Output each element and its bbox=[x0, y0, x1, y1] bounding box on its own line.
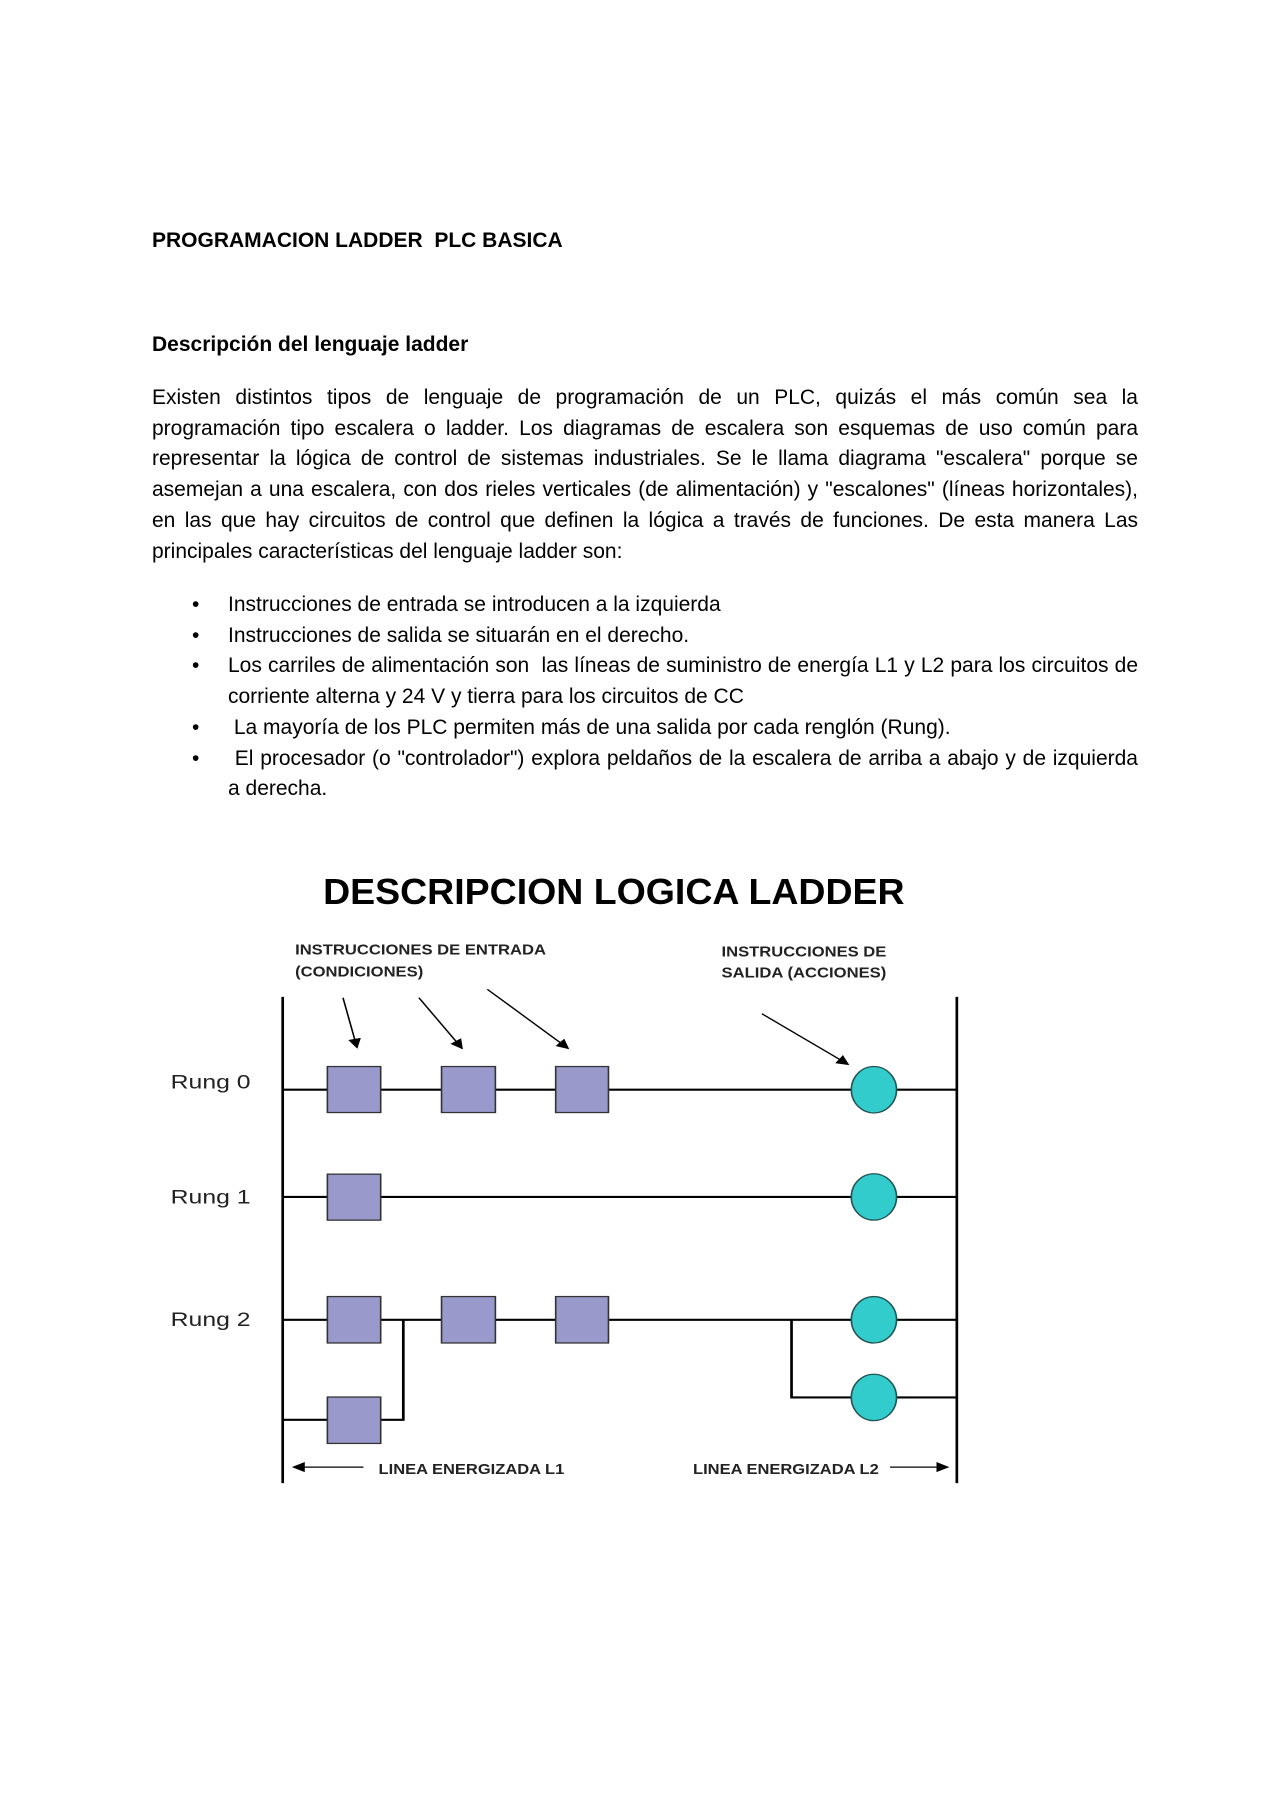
list-item: • Instrucciones de entrada se introducen … bbox=[152, 590, 1138, 621]
bullet-icon: • bbox=[192, 715, 200, 739]
input-contact bbox=[440, 1295, 497, 1344]
list-item-text: El procesador (o "controlador") explora … bbox=[228, 746, 1144, 801]
list-item-text: Los carriles de alimentación son las lín… bbox=[228, 654, 1144, 709]
ladder-diagram: DESCRIPCION LOGICA LADDER INSTRUCCIONES … bbox=[171, 871, 959, 1484]
list-item-text: Instrucciones de entrada se introducen a… bbox=[228, 593, 721, 616]
list-item-text: Instrucciones de salida se situarán en e… bbox=[228, 623, 690, 647]
bullet-icon: • bbox=[192, 593, 200, 616]
bullet-icon: • bbox=[192, 654, 200, 678]
input-label-line1: INSTRUCCIONES DE ENTRADA bbox=[295, 941, 546, 958]
output-coils bbox=[850, 1065, 898, 1422]
list-item: • La mayoría de los PLC permiten más de … bbox=[152, 713, 1138, 744]
input-contact bbox=[554, 1295, 610, 1344]
input-contact bbox=[326, 1396, 382, 1445]
input-contact bbox=[440, 1065, 497, 1114]
rung-2-input-branch bbox=[282, 1319, 405, 1421]
input-contact bbox=[326, 1173, 382, 1221]
output-coil bbox=[850, 1173, 898, 1221]
pointer-arrows bbox=[342, 988, 850, 1066]
output-label-line2: SALIDA (ACCIONES) bbox=[722, 964, 887, 981]
rung-2-label: Rung 2 bbox=[171, 1309, 251, 1331]
bullet-icon: • bbox=[192, 623, 200, 647]
rung-1-label: Rung 1 bbox=[171, 1186, 251, 1208]
diagram-title: DESCRIPCION LOGICA LADDER bbox=[323, 871, 905, 912]
arrow-icon bbox=[761, 1013, 850, 1066]
input-label-line2: (CONDICIONES) bbox=[295, 963, 423, 980]
input-contacts bbox=[326, 1065, 610, 1445]
arrow-icon bbox=[418, 997, 463, 1050]
ladder-wiring bbox=[281, 996, 959, 1484]
list-item: •Los carriles de alimentación son las lí… bbox=[152, 651, 1138, 712]
list-item: • Instrucciones de salida se situarán en … bbox=[152, 621, 1138, 652]
l2-label: LINEA ENERGIZADA L2 bbox=[693, 1460, 879, 1477]
output-coil bbox=[850, 1295, 898, 1344]
arrow-icon bbox=[486, 988, 570, 1050]
input-contact bbox=[326, 1065, 382, 1114]
bullet-icon: • bbox=[192, 746, 200, 770]
rung-0-label: Rung 0 bbox=[171, 1071, 251, 1093]
input-contact bbox=[326, 1295, 382, 1344]
l1-label: LINEA ENERGIZADA L1 bbox=[379, 1460, 565, 1477]
output-coil bbox=[850, 1065, 898, 1114]
output-coil bbox=[850, 1373, 898, 1422]
list-item: • El procesador (o "controlador") explor… bbox=[152, 744, 1138, 805]
characteristics-list: • Instrucciones de entrada se introducen … bbox=[152, 590, 1138, 805]
section-heading: Descripción del lenguaje ladder bbox=[152, 333, 469, 356]
list-item-text: La mayoría de los PLC permiten más de un… bbox=[228, 715, 951, 739]
intro-paragraph: Existen distintos tipos de lenguaje de p… bbox=[152, 386, 1138, 563]
output-label-line1: INSTRUCCIONES DE bbox=[722, 942, 887, 959]
arrow-icon bbox=[342, 997, 361, 1049]
rung-2-output-branch bbox=[790, 1319, 957, 1399]
page-title: PROGRAMACION LADDER PLC BASICA bbox=[152, 229, 563, 252]
input-contact bbox=[554, 1065, 610, 1114]
